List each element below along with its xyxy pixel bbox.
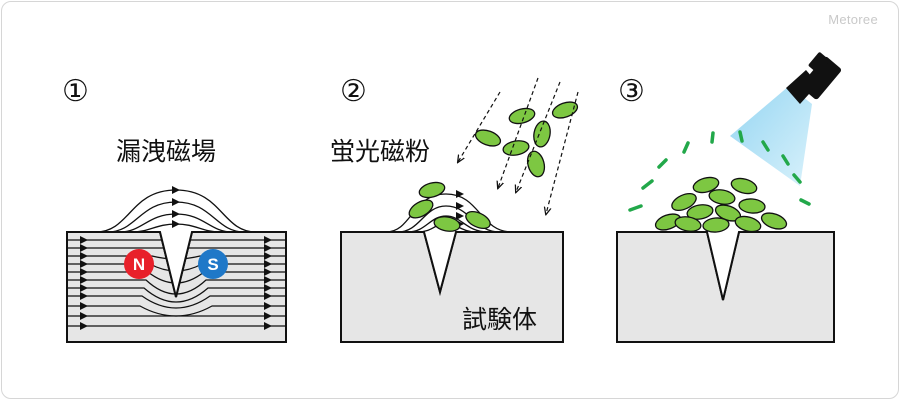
panel-2-falling-particles (474, 101, 579, 178)
panel-2-specimen-label: 試験体 (462, 305, 537, 334)
panel-1-north-label: N (133, 255, 145, 274)
panel-2-number: ② (340, 74, 367, 109)
brand-logo: Metoree (828, 12, 878, 27)
panel-3-particle-cluster (654, 176, 788, 233)
panel-1-arrowheads (80, 236, 272, 330)
flashlight-icon (786, 52, 842, 104)
panel-3-uv-beam (730, 86, 812, 186)
panel-2-fluorescent-particles: ② 蛍光磁粉 試験体 (330, 74, 579, 343)
panel-1-south-pole (198, 249, 228, 279)
panel-1-south-label: S (207, 255, 218, 274)
panel-1-north-pole (124, 249, 154, 279)
panel-1-number: ① (62, 74, 89, 109)
panel-2-label: 蛍光磁粉 (330, 137, 430, 166)
panel-3-crack-notch (706, 231, 740, 301)
panel-2-falling-trajectories (458, 77, 579, 214)
panel-2-crack-notch (423, 231, 457, 296)
panel-1-crack-notch (159, 231, 193, 298)
panel-3-fluorescence-glow (628, 130, 811, 212)
panel-2-settled-particles (408, 181, 491, 232)
panel-1-label: 漏洩磁場 (116, 137, 216, 166)
panel-1-leakage-field: ① 漏洩磁場 (62, 74, 287, 343)
panel-3-uv-inspection: ③ (616, 52, 842, 343)
panel-3-number: ③ (618, 74, 645, 109)
panel-1-leakage-arrowheads (172, 186, 180, 228)
